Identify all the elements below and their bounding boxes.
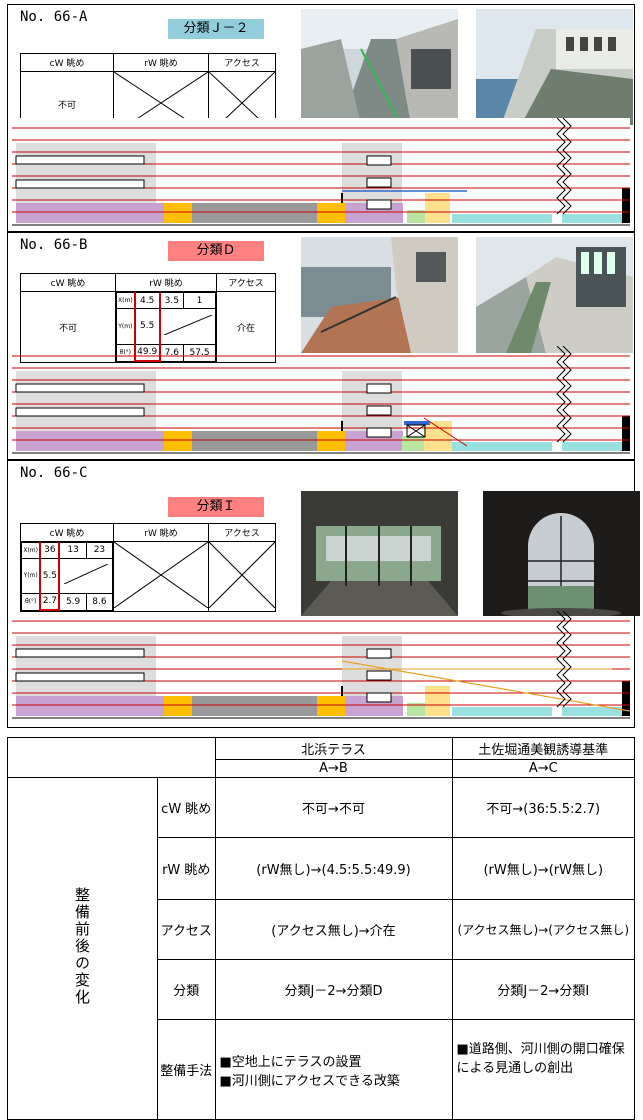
access-value: 介在 — [216, 291, 276, 363]
y-value: 5.5 — [39, 557, 61, 594]
row-label: 分類 — [157, 959, 216, 1020]
cw-header: cW 眺め — [20, 273, 116, 292]
row-value: 不可→不可 — [214, 777, 453, 838]
theta-value: 7.6 — [159, 343, 185, 362]
row-value: ■道路側、河川側の開口確保 による見通しの創出 — [451, 1019, 635, 1120]
photo-left — [301, 491, 458, 616]
access-none-cross — [208, 541, 276, 612]
rw-header: rW 眺め — [113, 53, 209, 72]
col2-header: 土佐堀通美観誘導基準 — [451, 737, 635, 760]
panel-66b: No. 66-B 分類Ｄ cW 眺め rW 眺め アクセス 不可 X(m)4.5… — [7, 232, 635, 460]
photo-left — [301, 237, 458, 353]
panel-66a: No. 66-A 分類Ｊ－２ cW 眺め rW 眺め アクセス 不可 — [7, 4, 635, 232]
x-value: 3.5 — [159, 291, 185, 310]
method-line: による見通しの創出 — [456, 1061, 574, 1076]
row-value: (アクセス無し)→介在 — [214, 899, 453, 960]
x-label: X(m) — [21, 542, 41, 559]
diag-cell — [58, 557, 114, 594]
theta-value: 8.6 — [85, 592, 114, 611]
y-label: Y(m) — [21, 557, 41, 594]
theta-value: 57.5 — [183, 343, 216, 362]
diag-cell — [159, 308, 216, 345]
panel-number: No. 66-A — [20, 9, 88, 25]
photo-left — [301, 9, 458, 125]
theta-label: θ(°) — [21, 592, 41, 611]
y-label: Y(m) — [115, 308, 136, 345]
row-label: アクセス — [157, 899, 216, 960]
row-label: rW 眺め — [157, 837, 216, 900]
row-value: 分類J－2→分類I — [451, 959, 635, 1020]
access-header: アクセス — [208, 523, 276, 542]
category-badge: 分類Ｄ — [168, 241, 264, 261]
row-label: 整備手法 — [157, 1019, 216, 1120]
rw-header: rW 眺め — [115, 273, 217, 292]
x-value: 36 — [39, 542, 61, 559]
row-value: 分類J－2→分類D — [214, 959, 453, 1020]
category-badge: 分類Ｉ — [168, 497, 264, 517]
cross-section-b — [12, 345, 630, 456]
theta-value: 5.9 — [58, 592, 87, 611]
panel-number: No. 66-B — [20, 237, 88, 253]
row-value: (rW無し)→(rW無し) — [451, 837, 635, 900]
theta-value: 49.9 — [133, 343, 161, 362]
cross-section-c — [12, 610, 631, 721]
access-header: アクセス — [208, 53, 276, 72]
cross-section-a — [12, 117, 630, 228]
row-label: cW 眺め — [157, 777, 216, 838]
theta-value: 2.7 — [39, 592, 61, 611]
rw-none-cross — [113, 541, 209, 612]
col1-header: 北浜テラス — [214, 737, 453, 760]
x-value: 4.5 — [133, 291, 161, 310]
cw-header: cW 眺め — [20, 523, 114, 542]
row-value: ■空地上にテラスの設置 ■河川側にアクセスできる改築 — [214, 1019, 453, 1120]
x-value: 13 — [58, 542, 87, 559]
x-value: 1 — [183, 291, 216, 310]
category-badge: 分類Ｊ－２ — [168, 19, 264, 39]
cw-value: 不可 — [20, 291, 116, 363]
access-header: アクセス — [216, 273, 276, 292]
photo-right — [476, 9, 633, 125]
method-line: ■空地上にテラスの設置 — [219, 1054, 362, 1070]
rw-header: rW 眺め — [113, 523, 209, 542]
summary-table: 北浜テラス 土佐堀通美観誘導基準 A→B A→C 整備前後の変化 cW 眺め 不… — [7, 737, 635, 1120]
method-line: ■河川側にアクセスできる改築 — [219, 1073, 400, 1089]
row-value: (アクセス無し)→(アクセス無し) — [451, 899, 635, 960]
photo-right — [483, 491, 640, 616]
side-label-text: 整備前後の変化 — [73, 887, 91, 1006]
method-line: ■道路側、河川側の開口確保 — [456, 1042, 625, 1057]
row-value: (rW無し)→(4.5:5.5:49.9) — [214, 837, 453, 900]
x-label: X(m) — [115, 291, 136, 310]
photo-right — [476, 237, 633, 353]
row-value: 不可→(36:5.5:2.7) — [451, 777, 635, 838]
cw-header: cW 眺め — [20, 53, 114, 72]
y-value: 5.5 — [133, 308, 161, 345]
col1-sub: A→B — [214, 759, 453, 778]
panel-number: No. 66-C — [20, 465, 88, 481]
col2-sub: A→C — [451, 759, 635, 778]
side-label: 整備前後の変化 — [7, 777, 158, 1120]
corner-cell — [7, 737, 216, 778]
x-value: 23 — [85, 542, 114, 559]
